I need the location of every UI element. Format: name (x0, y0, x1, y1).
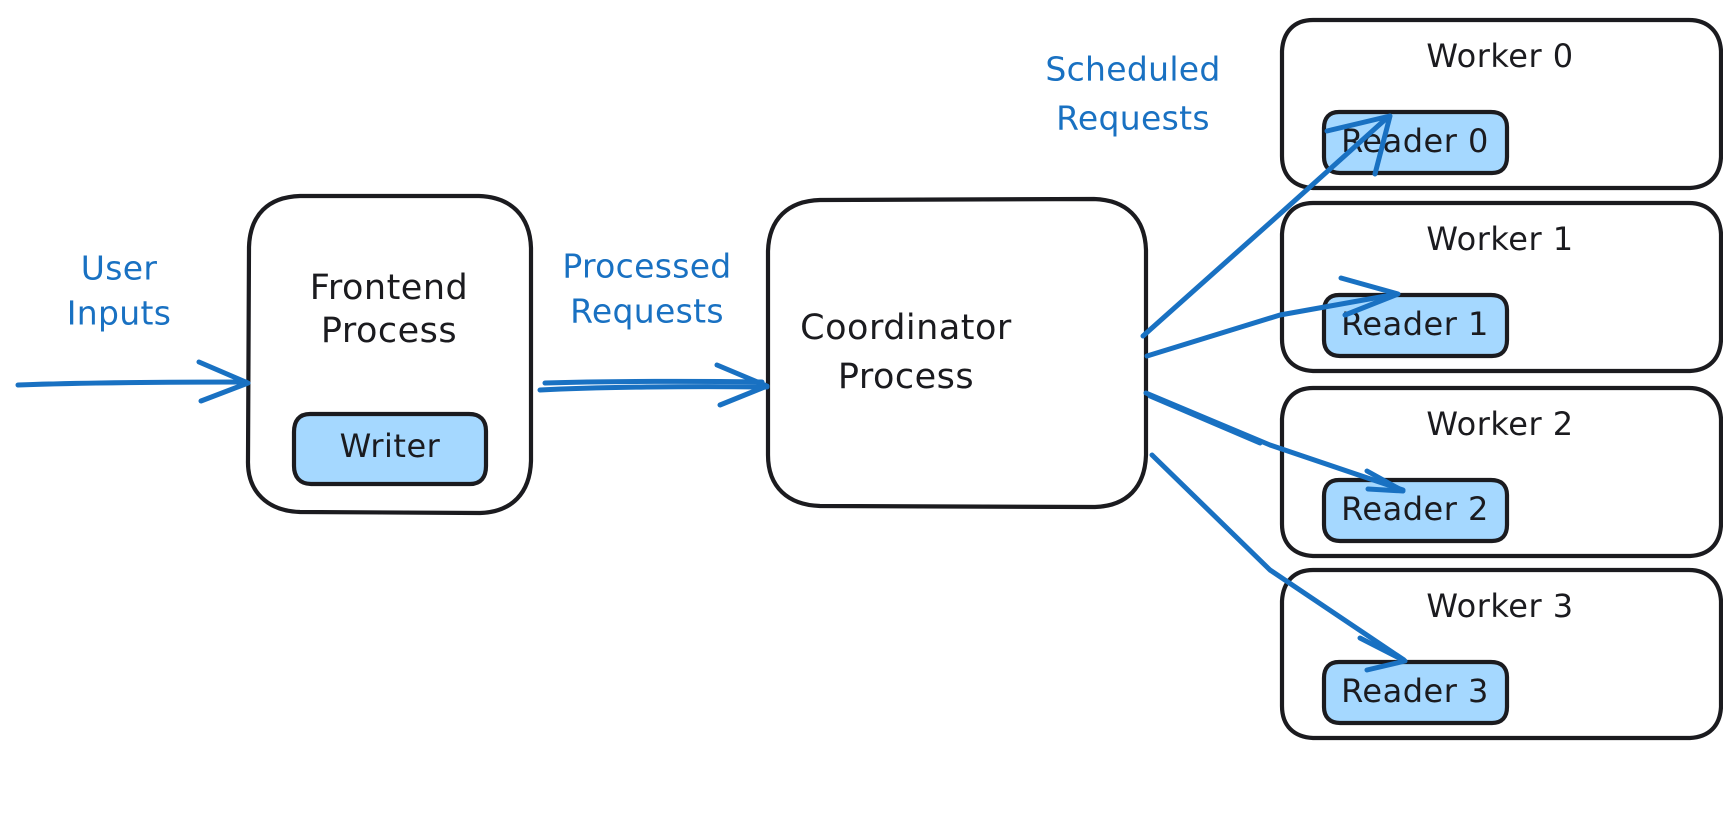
user-inputs-arrow-line (15, 379, 249, 388)
node-worker-2[interactable]: Worker 2 Reader 2 (1279, 385, 1723, 559)
worker-2-title: Worker 2 (1426, 405, 1573, 443)
edge-processed-requests[interactable]: Processed Requests (537, 247, 770, 408)
frontend-process-label-line2: Process (321, 311, 457, 351)
arrow-worker-3-head (1357, 635, 1408, 673)
arrow-worker-3-line (1149, 452, 1407, 663)
node-writer[interactable]: Writer (291, 411, 489, 487)
reader-3-box (1321, 659, 1510, 726)
reader-0-box (1321, 109, 1510, 176)
reader-3-label: Reader 3 (1341, 672, 1489, 710)
processed-requests-label-line1: Processed (562, 247, 731, 286)
writer-box (291, 411, 489, 487)
arrow-worker-1-line (1144, 291, 1400, 359)
node-frontend-process[interactable]: Frontend Process Writer (245, 193, 534, 516)
user-inputs-label-line1: User (81, 249, 158, 288)
coordinator-process-outline (765, 196, 1149, 510)
processed-requests-arrow-line (537, 384, 770, 393)
user-inputs-label-line2: Inputs (67, 294, 171, 333)
node-reader-2[interactable]: Reader 2 (1321, 477, 1510, 544)
worker-1-title: Worker 1 (1426, 220, 1573, 258)
reader-0-label: Reader 0 (1341, 122, 1489, 160)
scheduled-requests-label-line2: Requests (1056, 99, 1210, 138)
edge-coordinator-to-worker-1[interactable] (1144, 275, 1401, 359)
node-worker-1[interactable]: Worker 1 Reader 1 (1279, 200, 1723, 374)
arrow-worker-0-line (1140, 114, 1391, 339)
writer-label: Writer (340, 427, 441, 465)
reader-2-label: Reader 2 (1341, 490, 1489, 528)
processed-requests-arrow-head (714, 362, 770, 408)
node-coordinator-process[interactable]: Coordinator Process (765, 196, 1149, 510)
worker-0-title: Worker 0 (1426, 37, 1573, 75)
node-reader-3[interactable]: Reader 3 (1321, 659, 1510, 726)
node-worker-0[interactable]: Worker 0 Reader 0 (1279, 17, 1723, 191)
coordinator-process-label-line2: Process (838, 357, 974, 397)
worker-3-title: Worker 3 (1426, 587, 1573, 625)
processed-requests-label-line2: Requests (570, 292, 724, 331)
user-inputs-arrow-head (196, 359, 251, 404)
frontend-process-label-line1: Frontend (310, 268, 468, 308)
coordinator-process-label-line1: Coordinator (800, 308, 1012, 348)
edge-coordinator-to-worker-2[interactable] (1143, 390, 1406, 494)
node-worker-3[interactable]: Worker 3 Reader 3 (1279, 567, 1723, 741)
reader-1-label: Reader 1 (1341, 305, 1489, 343)
arrow-worker-1-head (1338, 275, 1401, 318)
edge-coordinator-to-worker-0[interactable] (1140, 113, 1393, 339)
edge-coordinator-to-worker-3[interactable] (1149, 452, 1408, 673)
edge-user-inputs[interactable]: User Inputs (15, 249, 251, 404)
arrow-worker-0-head (1324, 113, 1393, 177)
processed-requests-arrow-line-2 (542, 378, 765, 386)
scheduled-requests-label-line1: Scheduled (1045, 50, 1220, 89)
node-reader-0[interactable]: Reader 0 (1321, 109, 1510, 176)
edge-scheduled-requests[interactable]: Scheduled Requests (1045, 50, 1408, 673)
arrow-worker-2-line-2 (1147, 393, 1263, 446)
arrow-worker-2-head (1364, 468, 1406, 494)
reader-2-box (1321, 477, 1510, 544)
